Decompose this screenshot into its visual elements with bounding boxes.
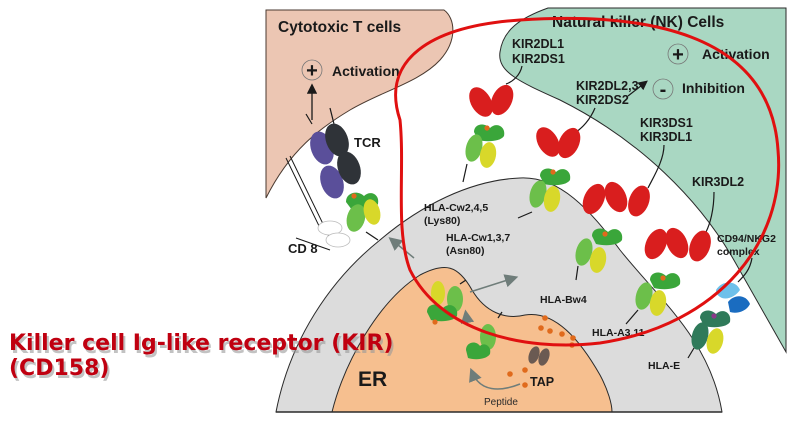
hla-in-er-loaded <box>427 279 467 325</box>
nk-signal-arrow <box>627 80 648 97</box>
peptide-label: Peptide <box>484 397 518 408</box>
tap-label: TAP <box>530 375 554 389</box>
kir2ds2-label: KIR2DS2 <box>576 93 629 107</box>
kir2dl1-label: KIR2DL1 <box>512 37 564 51</box>
hla-cw245-molecule <box>462 124 505 183</box>
kir2dl23-label: KIR2DL2,3 <box>576 79 639 93</box>
hla-cw245-sublabel: (Lys80) <box>424 215 460 227</box>
hla-cw137-molecule <box>517 168 571 219</box>
nk-inhibition-label: Inhibition <box>682 80 745 96</box>
hla-e-label: HLA-E <box>648 360 680 372</box>
peptide-arrow <box>469 367 521 390</box>
kir-3d-receptor-1 <box>582 181 650 217</box>
title-line1: Killer cell Ig-like receptor (KIR) <box>9 331 393 356</box>
tcr-label: TCR <box>354 135 381 150</box>
kir3dl1-label: KIR3DL1 <box>640 130 692 144</box>
nk-inhibition-minus-icon: - <box>660 79 667 101</box>
kir-2d-receptor-2 <box>536 127 581 159</box>
tcr-complex <box>305 107 361 199</box>
cd94-sublabel: complex <box>717 246 760 258</box>
title-line2: (CD158) <box>9 356 109 381</box>
t-cell-title: Cytotoxic T cells <box>278 19 401 36</box>
cd94-label: CD94/NKG2 <box>717 233 776 245</box>
hla-molecule-t-cell <box>346 192 381 241</box>
tap-transporter <box>528 346 550 366</box>
nk-activation-plus-icon: + <box>672 44 684 66</box>
kir-highlight-ring <box>394 16 781 347</box>
kir-2d-receptor-1 <box>469 84 514 117</box>
nk-activation-circle <box>667 43 689 65</box>
er-label: ER <box>358 368 387 391</box>
hla-cw245-label: HLA-Cw2,4,5 <box>424 202 488 214</box>
kir3ds1-label: KIR3DS1 <box>640 116 693 130</box>
hla-a311-molecule <box>625 272 681 325</box>
kir2ds1-label: KIR2DS1 <box>512 52 565 66</box>
cd8-coreceptor <box>285 155 351 251</box>
kir3dl2-label: KIR3DL2 <box>692 175 744 189</box>
title-line1-shadow: Killer cell Ig-like receptor (KIR) <box>11 334 395 359</box>
figure-title: Killer cell Ig-like receptor (KIR) Kille… <box>9 331 395 384</box>
t-cell-region <box>265 9 454 199</box>
t-activation-circle <box>301 59 323 81</box>
cd94-nkg2-complex <box>716 282 750 313</box>
hla-a311-label: HLA-A3,11 <box>592 327 645 339</box>
peptides <box>507 315 576 388</box>
title-line2-shadow: (CD158) <box>11 359 111 384</box>
nk-activation-label: Activation <box>702 46 770 62</box>
kir-group4-leader <box>705 191 715 233</box>
er-region <box>331 267 613 413</box>
hla-bw4-label: HLA-Bw4 <box>540 294 587 306</box>
hla-e-molecule <box>687 310 731 359</box>
kir-group3-leader <box>647 144 665 189</box>
t-activation-label: Activation <box>332 63 400 79</box>
hla-cw137-sublabel: (Asn80) <box>446 245 485 257</box>
kir-group1-leader <box>505 65 523 85</box>
hla-bw4-molecule <box>575 228 623 281</box>
kir-3d-receptor-2 <box>644 227 711 262</box>
export-arrow-to-surface <box>469 274 519 293</box>
cd94-leader <box>737 257 753 283</box>
t-activation-plus-icon: + <box>306 60 318 82</box>
cd8-label: CD 8 <box>288 241 318 256</box>
nk-inhibition-circle <box>652 78 674 100</box>
hla-cw137-label: HLA-Cw1,3,7 <box>446 232 510 244</box>
